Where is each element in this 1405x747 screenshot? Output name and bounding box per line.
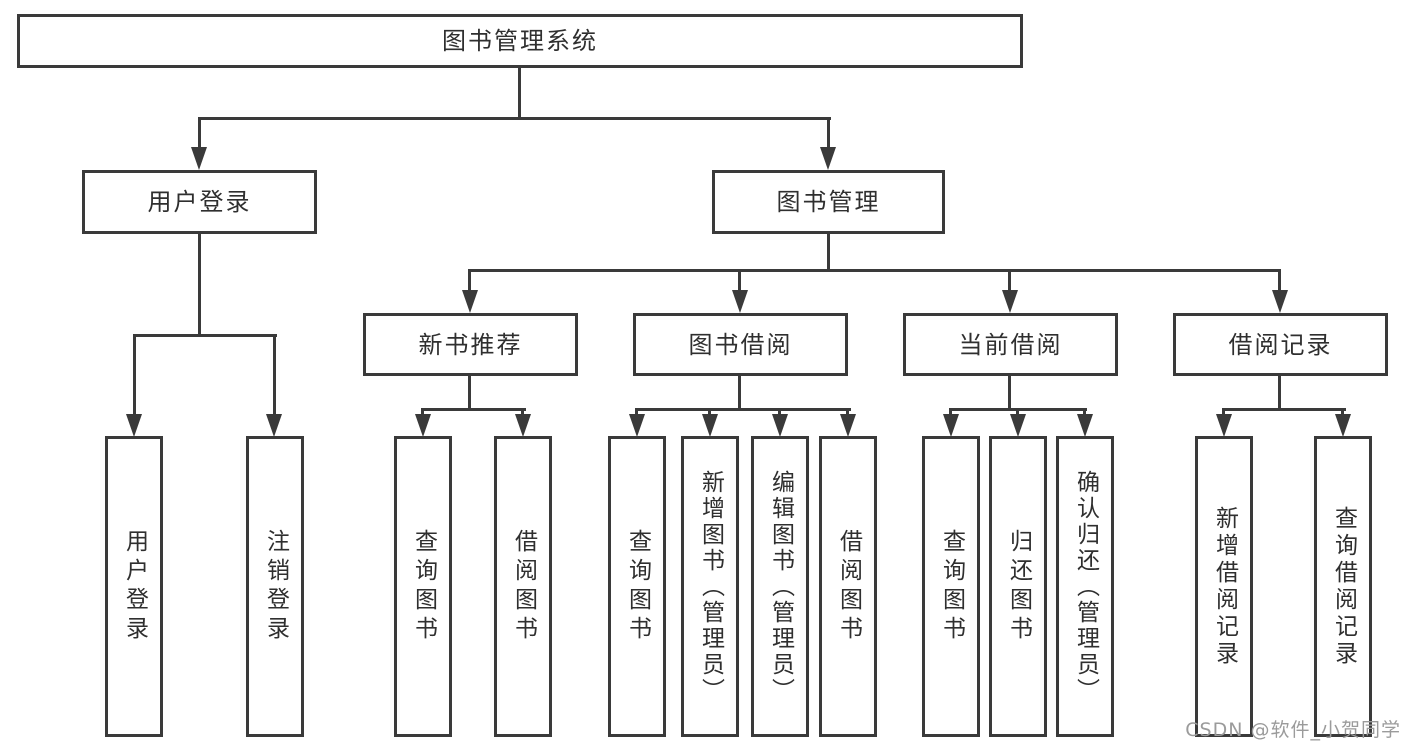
connector-leaf-drop xyxy=(1083,408,1086,416)
node-label: 查询图书 xyxy=(938,528,965,645)
arrow-down-icon xyxy=(462,290,478,313)
connector-drop-leaf-logout xyxy=(273,334,276,414)
node-label: 图书借阅 xyxy=(688,330,793,359)
connector-recommend-branch xyxy=(421,408,526,411)
node-label: 查询借阅记录 xyxy=(1330,505,1357,668)
connector-drop-book-management xyxy=(827,117,830,148)
node-new-book-recommendation: 新书推荐 xyxy=(363,313,578,376)
node-borrowing-records: 借阅记录 xyxy=(1173,313,1388,376)
connector-leaf-drop xyxy=(1341,408,1344,416)
connector-level2-branch xyxy=(198,117,831,120)
node-label: 借阅图书 xyxy=(510,528,537,645)
leaf-borrow-borrow-books: 借阅图书 xyxy=(819,436,877,737)
arrow-down-icon xyxy=(732,290,748,313)
arrow-down-icon xyxy=(415,414,431,437)
node-label: 确认归还（管理员） xyxy=(1072,469,1099,704)
node-label: 新书推荐 xyxy=(418,330,523,359)
arrow-down-icon xyxy=(1077,414,1093,437)
leaf-current-confirm-return-admin: 确认归还（管理员） xyxy=(1056,436,1114,737)
node-current-borrowing: 当前借阅 xyxy=(903,313,1118,376)
connector-level3-branch xyxy=(468,269,1281,272)
connector-root-stem xyxy=(518,68,521,119)
arrow-down-icon xyxy=(1335,414,1351,437)
leaf-borrow-add-books-admin: 新增图书（管理员） xyxy=(681,436,739,737)
connector-drop-current xyxy=(1008,269,1011,291)
connector-borrow-branch xyxy=(635,408,851,411)
connector-records-stem xyxy=(1278,376,1281,410)
connector-current-stem xyxy=(1008,376,1011,410)
connector-drop-user-login xyxy=(198,117,201,148)
connector-drop-records xyxy=(1278,269,1281,291)
connector-leaf-drop xyxy=(421,408,424,416)
arrow-down-icon xyxy=(820,147,836,170)
arrow-down-icon xyxy=(840,414,856,437)
arrow-down-icon xyxy=(1010,414,1026,437)
node-label: 图书管理 xyxy=(776,188,881,216)
connector-user-login-stem xyxy=(198,234,201,336)
node-label: 用户登录 xyxy=(147,188,252,216)
connector-drop-borrow xyxy=(738,269,741,291)
connector-records-branch xyxy=(1222,408,1346,411)
arrow-down-icon xyxy=(702,414,718,437)
leaf-borrow-query-books: 查询图书 xyxy=(608,436,666,737)
arrow-down-icon xyxy=(191,147,207,170)
arrow-down-icon xyxy=(126,414,142,437)
leaf-current-query-books: 查询图书 xyxy=(922,436,980,737)
connector-leaf-drop xyxy=(1016,408,1019,416)
connector-leaf-drop xyxy=(635,408,638,416)
connector-leaf-drop xyxy=(1222,408,1225,416)
arrow-down-icon xyxy=(1002,290,1018,313)
node-label: 查询图书 xyxy=(624,528,651,645)
leaf-logout: 注销登录 xyxy=(246,436,304,737)
leaf-recommend-borrow-books: 借阅图书 xyxy=(494,436,552,737)
connector-borrow-stem xyxy=(738,376,741,410)
connector-leaf-drop xyxy=(778,408,781,416)
arrow-down-icon xyxy=(772,414,788,437)
connector-leaf-drop xyxy=(949,408,952,416)
arrow-down-icon xyxy=(515,414,531,437)
leaf-current-return-books: 归还图书 xyxy=(989,436,1047,737)
connector-leaf-drop xyxy=(708,408,711,416)
node-label: 查询图书 xyxy=(410,528,437,645)
connector-recommend-stem xyxy=(468,376,471,410)
node-label: 新增图书（管理员） xyxy=(697,469,724,704)
arrow-down-icon xyxy=(943,414,959,437)
node-label: 归还图书 xyxy=(1005,528,1032,645)
node-label: 当前借阅 xyxy=(958,330,1063,359)
watermark: CSDN @软件_小贺同学 xyxy=(1185,719,1401,741)
node-book-borrowing: 图书借阅 xyxy=(633,313,848,376)
leaf-recommend-query-books: 查询图书 xyxy=(394,436,452,737)
node-label: 新增借阅记录 xyxy=(1211,505,1238,668)
arrow-down-icon xyxy=(1216,414,1232,437)
node-label: 借阅记录 xyxy=(1228,330,1333,359)
connector-login-branch xyxy=(133,334,277,337)
node-label: 图书管理系统 xyxy=(442,27,598,55)
node-label: 编辑图书（管理员） xyxy=(767,469,794,704)
leaf-records-query-borrow-record: 查询借阅记录 xyxy=(1314,436,1372,737)
leaf-records-add-borrow-record: 新增借阅记录 xyxy=(1195,436,1253,737)
connector-drop-leaf-login xyxy=(133,334,136,414)
connector-leaf-drop xyxy=(521,408,524,416)
node-book-management: 图书管理 xyxy=(712,170,945,234)
connector-book-management-stem xyxy=(827,234,830,272)
node-label: 注销登录 xyxy=(262,528,289,645)
connector-drop-recommend xyxy=(468,269,471,291)
arrow-down-icon xyxy=(266,414,282,437)
node-label: 借阅图书 xyxy=(835,528,862,645)
leaf-borrow-edit-books-admin: 编辑图书（管理员） xyxy=(751,436,809,737)
node-user-login: 用户登录 xyxy=(82,170,317,234)
arrow-down-icon xyxy=(1272,290,1288,313)
node-library-system-root: 图书管理系统 xyxy=(17,14,1023,68)
node-label: 用户登录 xyxy=(121,528,148,645)
arrow-down-icon xyxy=(629,414,645,437)
leaf-user-login: 用户登录 xyxy=(105,436,163,737)
connector-leaf-drop xyxy=(846,408,849,416)
